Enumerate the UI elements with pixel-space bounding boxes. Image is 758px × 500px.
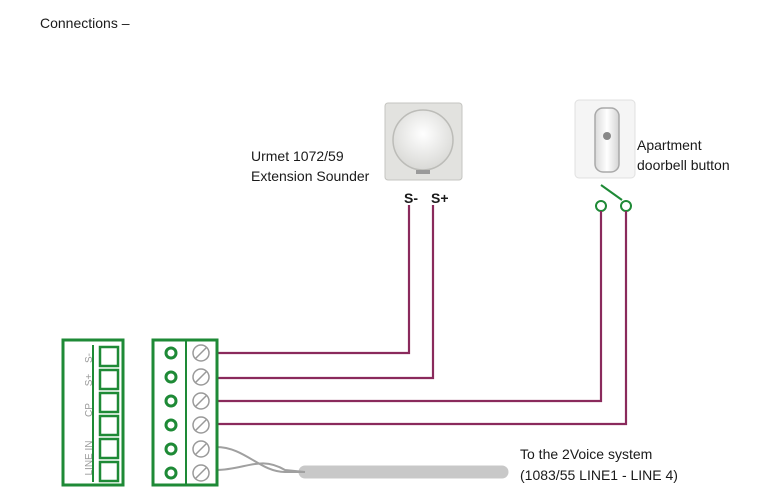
doorbell-button-device (574, 99, 636, 179)
label-cp: CP (84, 403, 95, 417)
sounder-terminal-plus: S+ (431, 190, 449, 206)
diagram-title: Connections – (40, 15, 130, 31)
label-s-minus: S- (84, 353, 95, 363)
terminal-hole-3 (164, 394, 178, 408)
terminal-hole-1 (164, 346, 178, 360)
system-line1: To the 2Voice system (520, 446, 653, 462)
sounder-model: Urmet 1072/59 (251, 148, 344, 164)
side-pin-4 (98, 414, 120, 437)
sounder-device (384, 102, 463, 181)
wire-s-minus (216, 205, 411, 355)
terminal-hole-2 (164, 370, 178, 384)
side-pin-6 (98, 460, 120, 483)
line-in-wire-2 (215, 462, 306, 473)
sounder-label: Urmet 1072/59 Extension Sounder (251, 146, 369, 186)
connector-side-view: S- S+ CP LINE IN (61, 338, 125, 487)
switch-lever (600, 184, 623, 201)
system-cable (215, 446, 509, 479)
contact-right (620, 200, 632, 212)
sounder-grille (392, 109, 454, 171)
sounder-brand-mark (416, 170, 430, 174)
terminal-hole-6 (164, 466, 178, 480)
terminal-hole-5 (164, 442, 178, 456)
terminal-hole-4 (164, 418, 178, 432)
side-pin-1 (98, 345, 120, 368)
side-pin-2 (98, 368, 120, 391)
side-pin-3 (98, 391, 120, 414)
doorbell-label: Apartment doorbell button (637, 135, 730, 175)
label-s-plus: S+ (84, 374, 95, 387)
doorbell-line2: doorbell button (637, 157, 730, 173)
system-line2: (1083/55 LINE1 - LINE 4) (520, 467, 678, 483)
system-label: To the 2Voice system (1083/55 LINE1 - LI… (520, 444, 678, 486)
contact-left (595, 200, 607, 212)
sounder-terminal-minus: S- (404, 190, 418, 206)
wire-cp-1 (216, 211, 603, 403)
label-line-in: LINE IN (84, 440, 95, 475)
wire-cp-2 (216, 211, 628, 426)
doorbell-line1: Apartment (637, 137, 702, 153)
line-in-wire-1 (215, 446, 305, 473)
wire-s-plus (216, 205, 435, 380)
terminal-block (151, 338, 219, 487)
side-pin-5 (98, 437, 120, 460)
wires (216, 205, 628, 426)
sounder-description: Extension Sounder (251, 168, 370, 184)
doorbell-contacts (595, 184, 632, 212)
doorbell-push-icon (603, 132, 611, 140)
